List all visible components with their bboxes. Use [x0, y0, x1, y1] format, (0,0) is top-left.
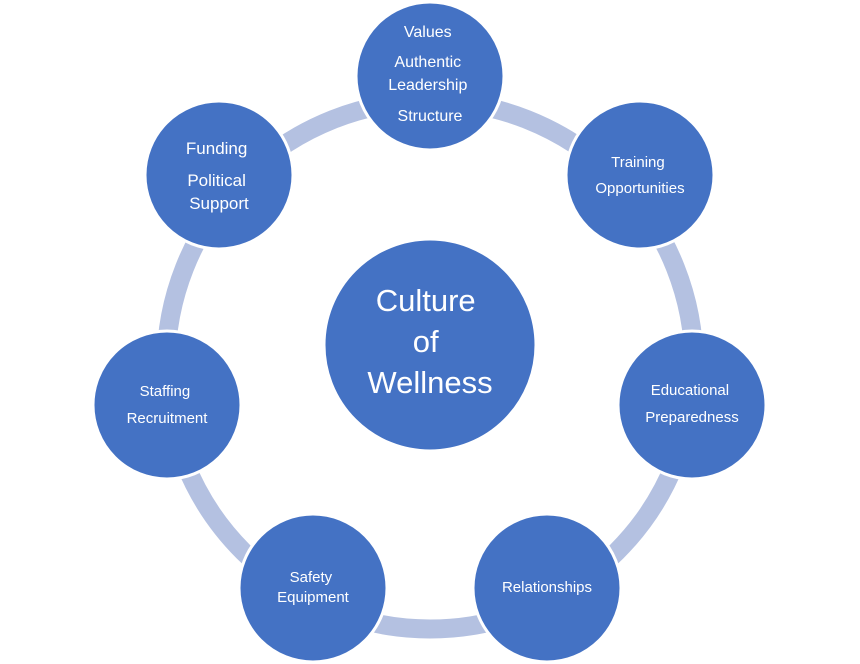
node-label-line: Values	[404, 24, 452, 41]
node-circle	[564, 99, 716, 251]
node-relationships: Relationships	[471, 512, 623, 664]
node-label: Relationships	[502, 579, 592, 596]
node-circle	[237, 512, 389, 664]
node-label-line: Relationships	[502, 579, 592, 596]
node-circle	[354, 0, 506, 152]
node-circle	[471, 512, 623, 664]
center-node-culture-of-wellness: Culture of Wellness	[322, 237, 538, 453]
node-values-leadership-structure: Values Authentic Leadership Structure	[354, 0, 506, 152]
node-label-line: Support	[189, 194, 249, 213]
node-label: Safety Equipment	[277, 569, 350, 606]
node-safety-equipment: Safety Equipment	[237, 512, 389, 664]
node-label-line: Educational	[651, 382, 729, 399]
node-circle	[143, 99, 295, 251]
node-funding-political-support: Funding Political Support	[143, 99, 295, 251]
node-label-line: Preparedness	[645, 409, 738, 426]
node-label-line: Safety	[290, 569, 333, 586]
node-training-opportunities: Training Opportunities	[564, 99, 716, 251]
node-label: Staffing Recruitment	[127, 383, 209, 427]
node-label: Funding Political Support	[186, 139, 252, 213]
node-circle	[91, 329, 243, 481]
node-label: Values Authentic Leadership Structure	[388, 24, 472, 125]
node-label-line: Opportunities	[595, 180, 684, 197]
center-circle	[322, 237, 538, 453]
center-label-line: of	[413, 324, 439, 359]
node-label-line: Political	[187, 171, 246, 190]
center-label: Culture of Wellness	[367, 283, 492, 400]
node-label: Training Opportunities	[595, 154, 684, 197]
node-circle	[616, 329, 768, 481]
node-label-line: Authentic	[394, 54, 461, 71]
node-educational-preparedness: Educational Preparedness	[616, 329, 768, 481]
node-label-line: Funding	[186, 139, 247, 158]
node-label-line: Training	[611, 154, 665, 171]
node-staffing-recruitment: Staffing Recruitment	[91, 329, 243, 481]
node-label-line: Equipment	[277, 589, 350, 606]
node-label-line: Structure	[398, 108, 463, 125]
center-label-line: Wellness	[367, 365, 492, 400]
node-label-line: Recruitment	[127, 410, 209, 427]
node-label: Educational Preparedness	[645, 382, 738, 426]
node-label-line: Staffing	[140, 383, 191, 400]
center-label-line: Culture	[376, 283, 476, 318]
node-label-line: Leadership	[388, 77, 467, 94]
